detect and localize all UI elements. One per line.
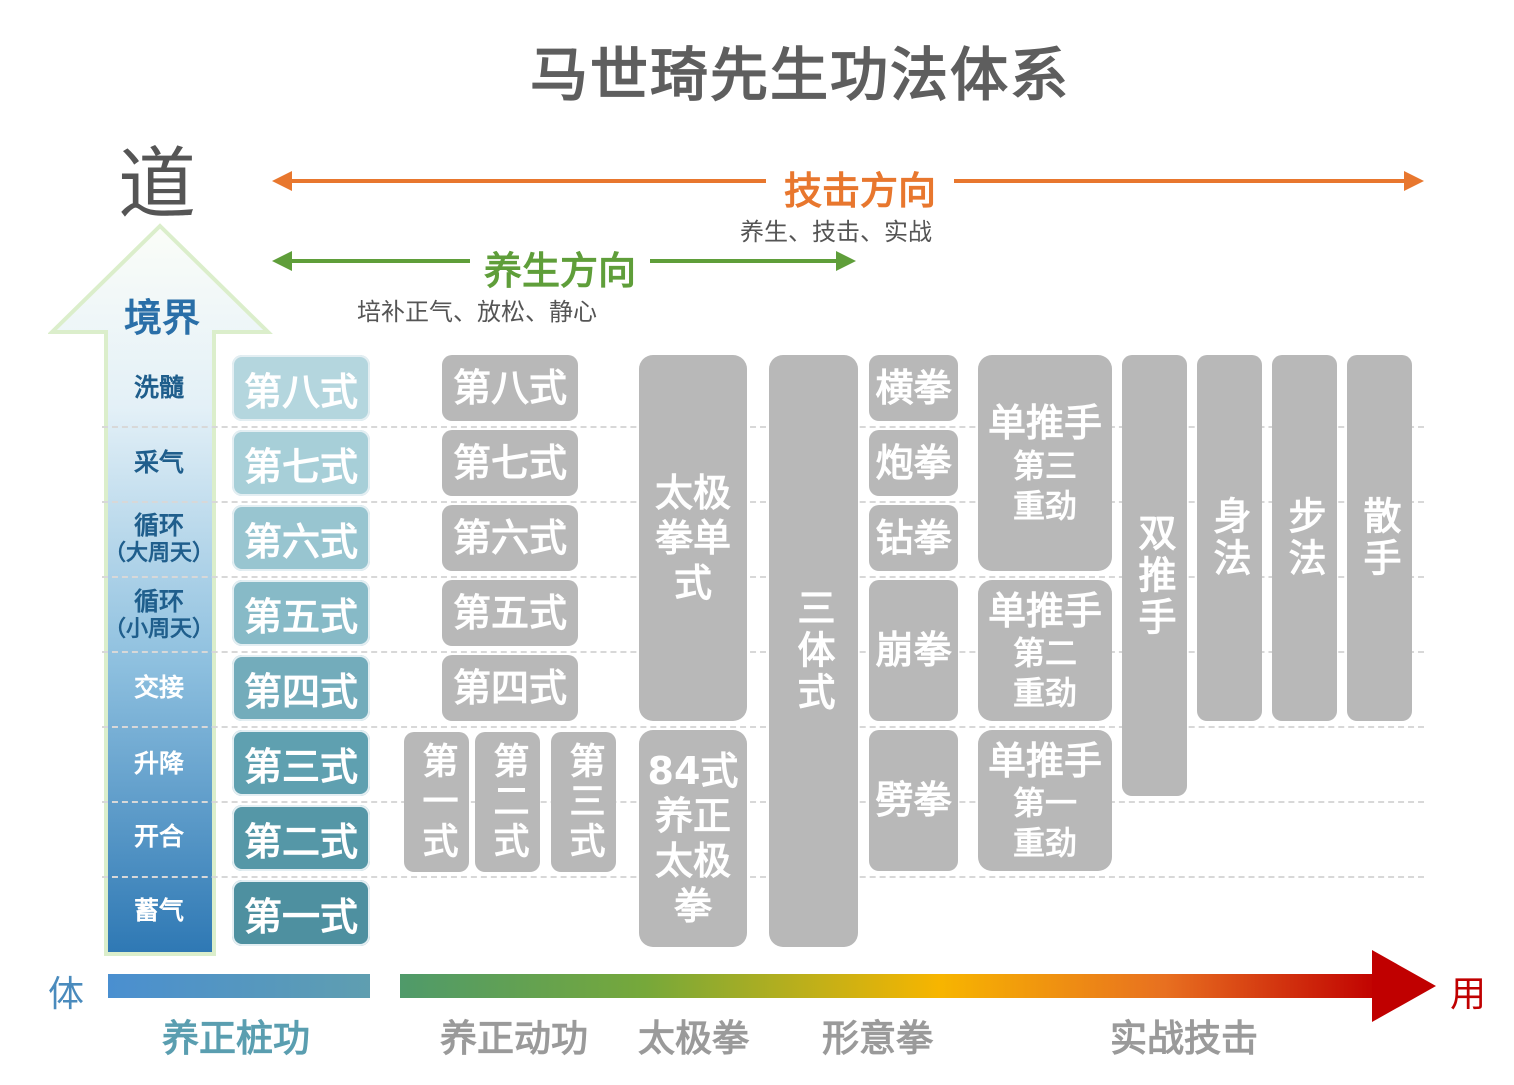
fist-box: 横拳 xyxy=(869,355,958,421)
realm-label: 境界 xyxy=(123,296,200,340)
category-label: 形意拳 xyxy=(822,1017,933,1060)
health-direction-sub: 培补正气、放松、静心 xyxy=(357,298,597,326)
fist-box: 炮拳 xyxy=(869,430,958,496)
grid-line xyxy=(102,501,1424,503)
axis-left-label: 体 xyxy=(48,974,85,1015)
zhuang-form-box: 第七式 xyxy=(232,430,370,496)
taiji-single-box: 太极拳单式 xyxy=(639,355,747,721)
page-title: 马世琦先生功法体系 xyxy=(529,41,1070,109)
zhuang-form-box: 第一式 xyxy=(232,880,370,946)
dong-form-vertical: 第三式 xyxy=(551,732,616,872)
combat-direction-label: 技击方向 xyxy=(766,160,955,215)
stage-label: 蓄气 xyxy=(133,896,184,925)
stage-label: 升降 xyxy=(133,749,184,778)
dong-form-box: 第六式 xyxy=(442,505,578,571)
fist-box: 劈拳 xyxy=(869,730,958,871)
push-hands-box: 单推手 第三重劲 xyxy=(978,355,1112,571)
zhuang-bar xyxy=(108,974,370,998)
dong-form-box: 第八式 xyxy=(442,355,578,421)
stage-label: 循环（小周天） xyxy=(104,587,215,643)
category-label: 实战技击 xyxy=(1110,1017,1258,1060)
stage-label: 采气 xyxy=(133,448,184,477)
category-label: 养正动功 xyxy=(440,1017,588,1060)
health-direction-label: 养生方向 xyxy=(470,240,651,295)
zhuang-form-box: 第五式 xyxy=(232,580,370,646)
taiji-84-box: 84式养正太极拳 xyxy=(639,730,747,947)
stage-label: 开合 xyxy=(133,822,184,851)
push-hands-box: 单推手 第二重劲 xyxy=(978,580,1112,721)
fist-box: 钻拳 xyxy=(869,505,958,571)
grid-line xyxy=(102,576,1424,578)
dao-label: 道 xyxy=(118,140,197,230)
technique-column-box: 身法 xyxy=(1197,355,1262,721)
dong-form-box: 第四式 xyxy=(442,655,578,721)
grid-line xyxy=(102,876,1424,878)
fist-box: 崩拳 xyxy=(869,580,958,721)
stage-label: 循环（大周天） xyxy=(104,511,215,567)
push-hands-box: 单推手 第一重劲 xyxy=(978,730,1112,871)
grid-line xyxy=(102,726,1424,728)
category-label: 太极拳 xyxy=(638,1017,749,1060)
dong-form-box: 第五式 xyxy=(442,580,578,646)
stage-label: 洗髓 xyxy=(133,373,184,402)
double-push-box: 双推手 xyxy=(1122,355,1187,796)
category-label: 养正桩功 xyxy=(162,1017,310,1060)
santi-box: 三体式 xyxy=(769,355,858,947)
zhuang-form-box: 第三式 xyxy=(232,730,370,796)
grid-line xyxy=(102,426,1424,428)
combat-direction-sub: 养生、技击、实战 xyxy=(740,218,932,246)
stage-label: 交接 xyxy=(133,673,184,702)
zhuang-form-box: 第八式 xyxy=(232,355,370,421)
dong-form-vertical: 第一式 xyxy=(404,732,469,872)
grid-line xyxy=(102,801,1424,803)
technique-column-box: 散手 xyxy=(1347,355,1412,721)
development-arrow xyxy=(400,950,1436,1022)
realm-arrow xyxy=(48,223,273,956)
axis-right-label: 用 xyxy=(1450,974,1487,1015)
technique-column-box: 步法 xyxy=(1272,355,1337,721)
zhuang-form-box: 第六式 xyxy=(232,505,370,571)
zhuang-form-box: 第四式 xyxy=(232,655,370,721)
dong-form-box: 第七式 xyxy=(442,430,578,496)
grid-line xyxy=(102,651,1424,653)
zhuang-form-box: 第二式 xyxy=(232,805,370,871)
dong-form-vertical: 第二式 xyxy=(475,732,540,872)
